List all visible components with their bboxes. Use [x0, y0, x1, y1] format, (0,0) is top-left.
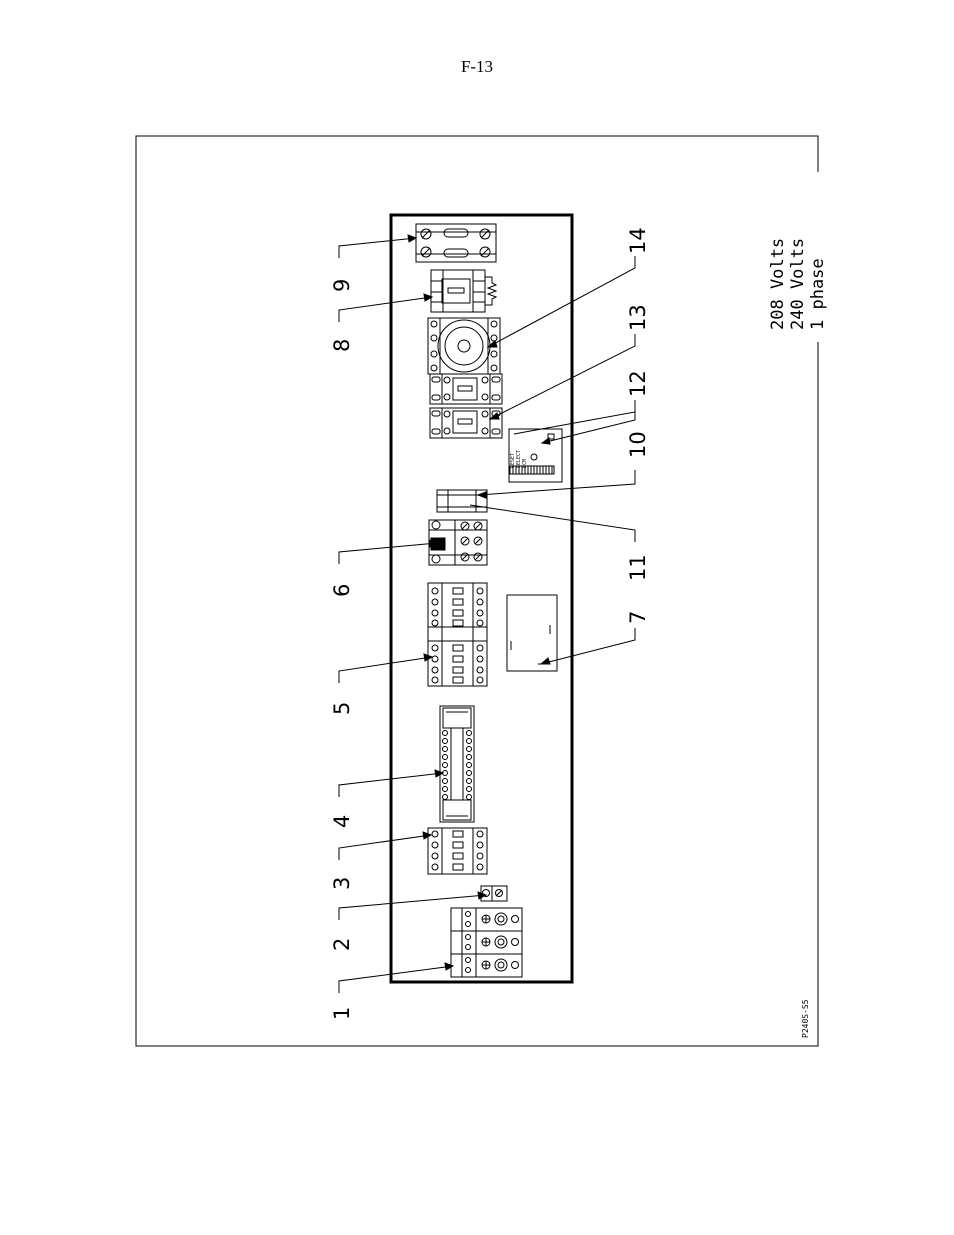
callout-10: 10: [626, 431, 650, 458]
callout-9: 9: [330, 279, 354, 292]
component-1-power-terminal: [450, 907, 523, 978]
callout-13: 13: [626, 304, 650, 331]
component-9-terminal-rail: [415, 223, 497, 263]
callout-5: 5: [330, 702, 354, 715]
voltage-spec: 208 Volts 240 Volts 1 phase: [768, 238, 828, 330]
callout-labels: 9 8 6 5 4 3 2 1 14 13 12 10 11 7: [330, 227, 650, 1020]
outer-frame: [135, 135, 819, 1047]
ecm-label-line2: SELECT: [516, 450, 522, 468]
voltage-line-3: 1 phase: [808, 258, 828, 330]
callout-11: 11: [626, 554, 650, 581]
component-12-relay: [429, 407, 503, 439]
component-2-ground-lug: [480, 885, 508, 902]
component-7-box: [506, 594, 558, 672]
callout-7: 7: [626, 611, 650, 624]
component-11-fuse-holder: [436, 489, 488, 513]
ecm-label-line3: ECM: [522, 459, 528, 468]
component-8-relay: [430, 269, 498, 313]
callout-12: 12: [626, 370, 650, 397]
ecm-label-line1: RESET: [510, 453, 516, 468]
callout-1: 1: [330, 1007, 354, 1020]
callout-3: 3: [330, 877, 354, 890]
component-10-ecm-module: RESET SELECT ECM: [508, 428, 563, 483]
component-13-relay: [429, 373, 503, 405]
drawing-code: P240S-S5: [801, 999, 810, 1038]
component-5-terminal-block: [427, 582, 488, 687]
callout-2: 2: [330, 938, 354, 951]
page-number: F-13: [460, 57, 494, 76]
voltage-line-1: 208 Volts: [768, 238, 788, 330]
callout-6: 6: [330, 584, 354, 597]
callout-8: 8: [330, 339, 354, 352]
callout-4: 4: [330, 815, 354, 828]
component-3-terminal-block: [427, 827, 488, 875]
panel-board: [389, 213, 574, 984]
component-6-contactor: [428, 519, 488, 566]
callout-14: 14: [626, 227, 650, 254]
component-4-terminal-strip: [439, 705, 475, 823]
voltage-line-2: 240 Volts: [788, 238, 808, 330]
leader-lines: [338, 234, 636, 993]
